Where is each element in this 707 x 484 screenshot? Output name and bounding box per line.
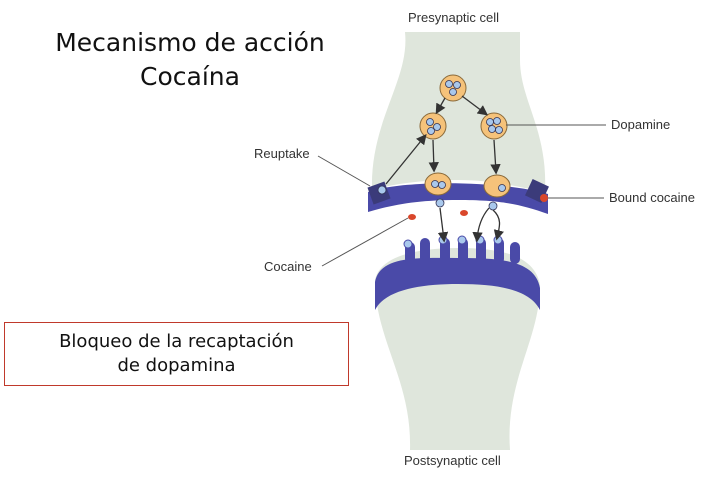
presynaptic-membrane bbox=[368, 183, 548, 214]
label-reuptake: Reuptake bbox=[254, 146, 310, 161]
label-bound-cocaine: Bound cocaine bbox=[609, 190, 695, 205]
leader-lines bbox=[317, 124, 606, 267]
postsynaptic-cell bbox=[375, 248, 540, 450]
dopamine-molecules bbox=[426, 80, 506, 211]
presynaptic-cell bbox=[371, 32, 546, 192]
cocaine-molecules bbox=[408, 210, 468, 220]
label-dopamine: Dopamine bbox=[611, 117, 670, 132]
note-line-1: Bloqueo de la recaptación bbox=[59, 331, 294, 352]
note-box: Bloqueo de la recaptación de dopamina bbox=[4, 322, 349, 386]
label-cocaine: Cocaine bbox=[264, 259, 312, 274]
postsynaptic-membrane bbox=[375, 257, 540, 310]
label-postsynaptic: Postsynaptic cell bbox=[404, 453, 501, 468]
bound-dopamine bbox=[403, 235, 503, 249]
label-presynaptic: Presynaptic cell bbox=[408, 10, 499, 25]
title-line-2: Cocaína bbox=[140, 62, 240, 91]
pathway-arrows bbox=[385, 95, 504, 243]
note-line-2: de dopamina bbox=[117, 355, 236, 376]
page-title: Mecanismo de acción Cocaína bbox=[14, 26, 366, 94]
reuptake-transporter bbox=[367, 181, 391, 205]
bound-cocaine-transporter bbox=[525, 179, 549, 203]
title-line-1: Mecanismo de acción bbox=[55, 28, 325, 57]
